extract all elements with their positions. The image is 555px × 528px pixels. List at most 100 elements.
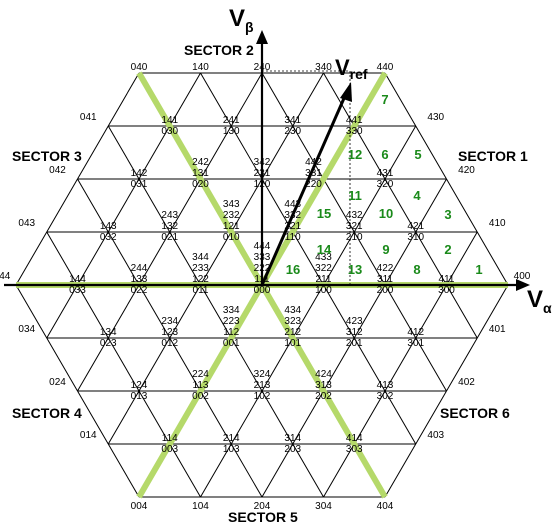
v-ref-title: Vref [335,55,368,82]
state-label: 344 [192,252,209,263]
grid-edge [292,443,324,498]
state-label: 311 [377,274,393,285]
grid-edge [384,72,417,127]
state-label: 331 [305,168,322,179]
grid-edge [200,284,232,339]
grid-edge [476,231,509,286]
grid-edge [77,284,109,339]
vref-arrowhead [340,82,352,102]
state-label: 132 [161,221,178,232]
state-label: 314 [284,433,301,444]
grid-edge [261,337,294,392]
state-label: 442 [305,157,322,168]
state-label: 401 [489,324,506,335]
grid-edge [384,231,417,286]
state-label: 214 [223,433,240,444]
region-12: 12 [348,147,362,162]
state-label: 210 [346,232,363,243]
state-label: 114 [162,433,178,444]
grid-edge [169,443,201,498]
grid-edge [446,178,478,233]
state-label: 300 [438,285,455,296]
state-label: 220 [305,179,322,190]
grid-edge [169,337,201,392]
state-label: 123 [161,327,178,338]
state-label: 011 [193,285,209,296]
state-label: 340 [315,62,332,73]
state-label: 310 [407,232,424,243]
state-label: 031 [131,179,148,190]
grid-edge [230,178,263,233]
state-label: 321 [346,221,363,232]
grid-edge [261,72,294,127]
grid-edge [384,443,417,498]
state-label: 443 [284,199,301,210]
sector-4-label: SECTOR 4 [12,405,82,421]
state-label: 324 [254,369,271,380]
beta-axis-arrowhead [256,30,268,44]
state-label: 022 [131,285,148,296]
state-label: 200 [377,285,394,296]
grid-edge [384,337,417,392]
grid-edge [323,337,355,392]
state-label: 211 [316,274,332,285]
grid-edge [107,443,140,498]
grid-edge [323,72,355,127]
state-label: 312 [346,327,363,338]
grid-edge [200,231,232,286]
grid-edge [46,337,78,392]
state-label: 441 [346,115,363,126]
region-4: 4 [413,188,421,203]
grid-edge [415,231,447,286]
grid-edge [200,72,232,127]
v-alpha-title: Vα [527,286,552,316]
state-label: 002 [192,391,209,402]
grid-edge [138,125,171,180]
state-label: 113 [193,380,209,391]
state-label: 001 [223,338,240,349]
state-label: 403 [427,430,444,441]
sector-5-label: SECTOR 5 [228,509,298,525]
state-label: 301 [407,338,424,349]
state-label: 223 [223,316,240,327]
region-2: 2 [444,242,451,257]
state-label: 101 [284,338,301,349]
state-label: 102 [254,391,271,402]
grid-edge [77,390,109,445]
grid-edge [292,284,324,339]
grid-edge [353,337,386,392]
state-label: 411 [439,274,455,285]
region-15: 15 [317,206,331,221]
state-label: 303 [346,444,363,455]
boundary-sector1-2 [259,71,388,287]
grid-edge [292,125,324,180]
state-label: 433 [315,252,332,263]
state-label: 410 [489,218,506,229]
state-label: 202 [315,391,332,402]
state-label: 014 [80,430,97,441]
grid-edge [323,284,355,339]
state-label: 201 [346,338,363,349]
state-label: 141 [161,115,178,126]
state-label: 221 [284,221,301,232]
grid-edge [446,231,478,286]
grid-edge [384,178,417,233]
grid-edge [292,72,324,127]
grid-edge [292,231,324,286]
grid-edge [446,337,478,392]
state-label: 004 [131,501,148,512]
state-label: 241 [223,115,240,126]
state-label: 330 [346,126,363,137]
grid-edge [200,390,232,445]
state-label: 143 [100,221,117,232]
state-label: 242 [192,157,209,168]
state-label: 414 [346,433,363,444]
state-label: 431 [377,168,394,179]
grid-edge [323,178,355,233]
state-label: 042 [49,165,66,176]
grid-edge [200,443,232,498]
state-label: 020 [192,179,209,190]
state-label: 400 [514,271,531,282]
grid-edge [261,390,294,445]
grid-edge [77,231,109,286]
